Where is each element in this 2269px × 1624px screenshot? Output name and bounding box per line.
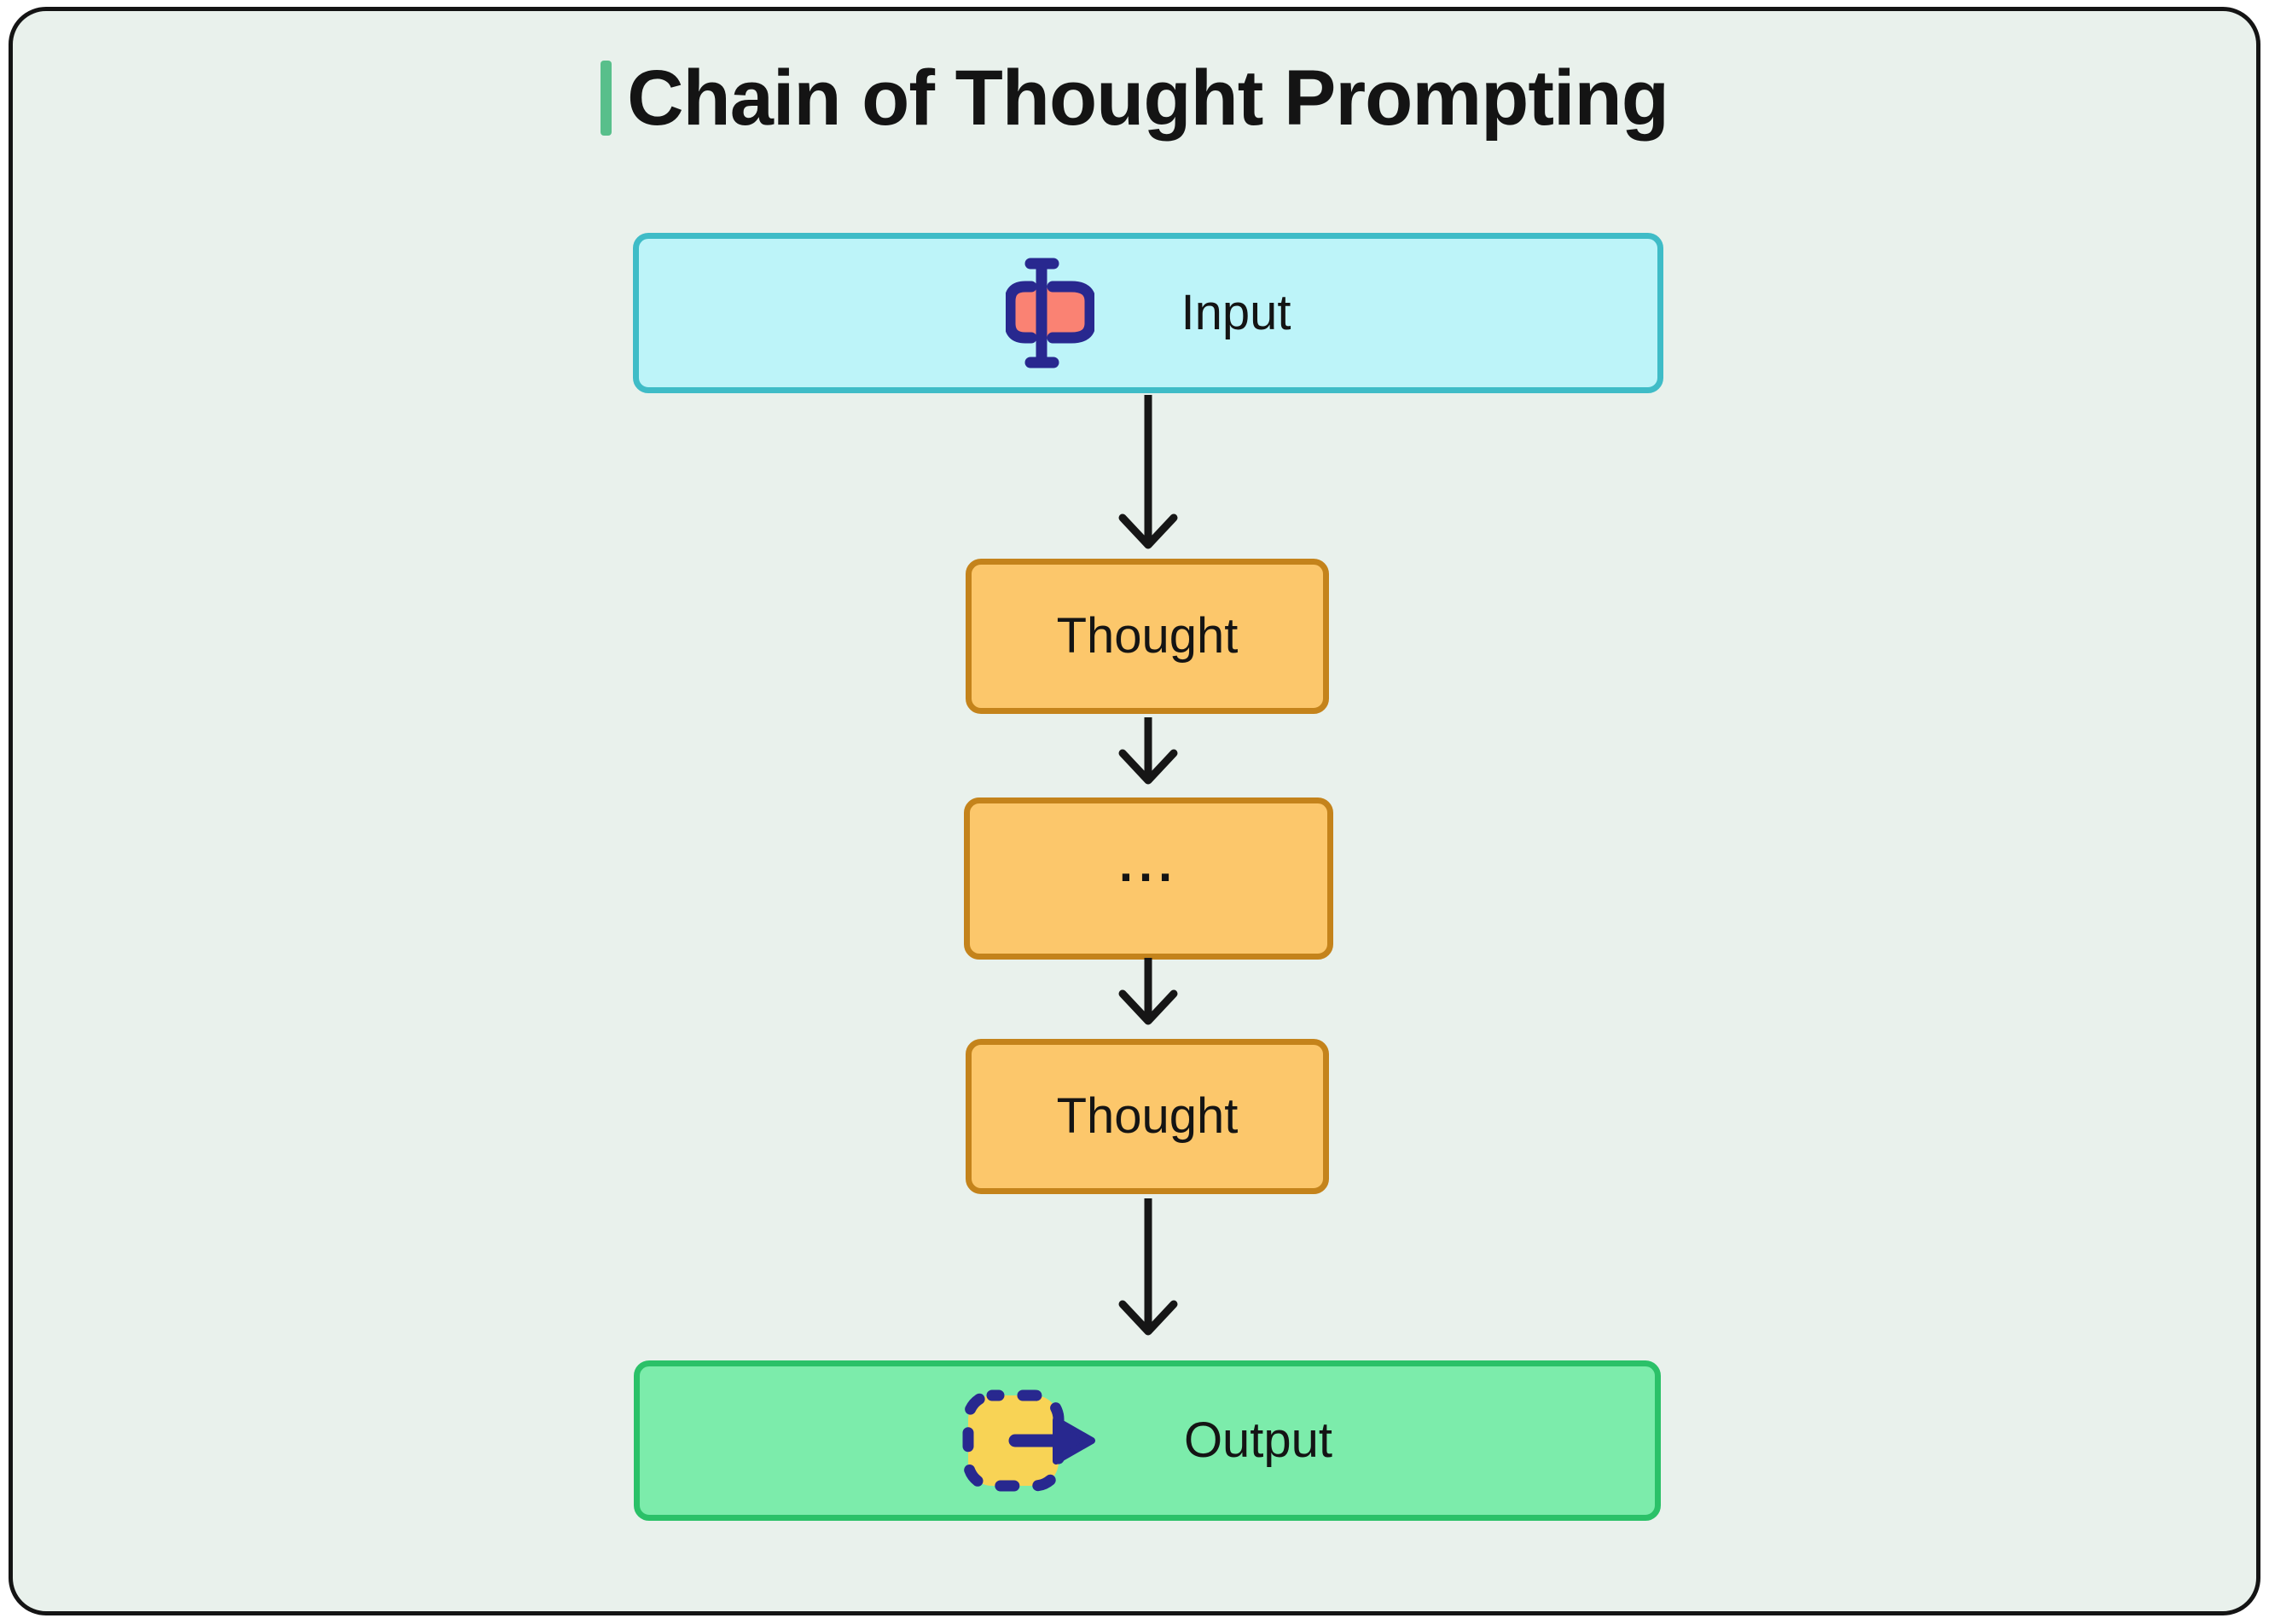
node-label: Thought [1056, 608, 1239, 664]
node-ellipsis: ... [964, 798, 1333, 960]
flow-arrow [1118, 1198, 1178, 1336]
text-cursor-input-icon [1005, 256, 1094, 370]
node-input: Input [633, 233, 1663, 393]
diagram-card: Chain of Thought Prompting Input [9, 7, 2260, 1615]
page-title-text: Chain of Thought Prompting [627, 55, 1669, 142]
flow-arrow [1118, 958, 1178, 1025]
node-thought-1: Thought [966, 559, 1329, 714]
title-accent-bar [601, 61, 612, 136]
flow-arrow [1118, 717, 1178, 785]
node-output: Output [634, 1360, 1661, 1521]
page-title: Chain of Thought Prompting [13, 55, 2256, 141]
node-thought-2: Thought [966, 1039, 1329, 1194]
ellipsis-dots: ... [1118, 837, 1179, 892]
node-label: Thought [1056, 1088, 1239, 1144]
export-output-icon [962, 1389, 1097, 1492]
flow-arrow [1118, 395, 1178, 549]
node-label: Output [1183, 1412, 1333, 1468]
node-label: Input [1181, 285, 1291, 340]
